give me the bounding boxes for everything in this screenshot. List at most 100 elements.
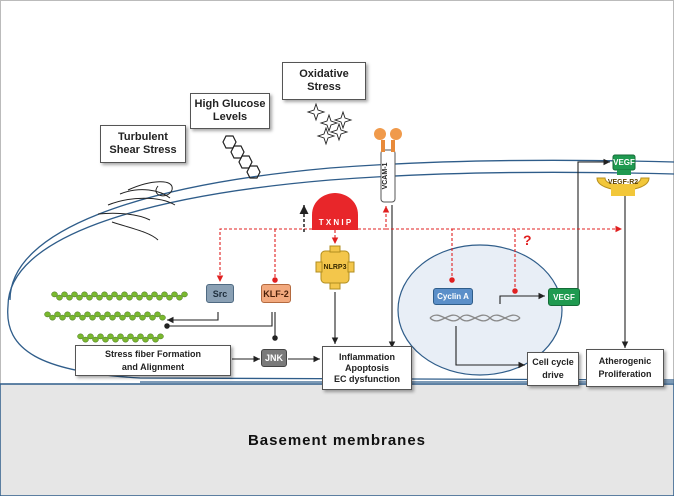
fiber-bead — [152, 336, 159, 343]
jnk-node: JNK — [261, 349, 287, 367]
fiber-bead — [156, 294, 163, 301]
fiber-bead — [147, 333, 154, 340]
fiber-bead — [111, 291, 118, 298]
fiber-bead — [109, 314, 116, 321]
cell-cycle-box: Cell cycle drive — [527, 352, 579, 386]
cell-membrane-outer — [9, 159, 674, 301]
fiber-bead — [114, 311, 121, 318]
vcam-label: VCAM-1 — [382, 162, 389, 190]
fiber-bead — [149, 314, 156, 321]
fiber-bead — [81, 291, 88, 298]
fiber-bead — [136, 294, 143, 301]
stress-fiber-box: Stress fiber Formation and Alignment — [75, 345, 231, 376]
fiber-bead — [159, 314, 166, 321]
high-glucose-box: High Glucose Levels — [190, 93, 270, 129]
inflammation-box: Inflammation Apoptosis EC dysfunction — [322, 346, 412, 390]
fiber-bead — [161, 291, 168, 298]
fiber-bead — [96, 294, 103, 301]
fiber-bead — [146, 294, 153, 301]
fiber-bead — [54, 311, 61, 318]
fiber-bead — [131, 291, 138, 298]
glucose-hexagons-icon — [222, 135, 261, 179]
arrow-vegf-to-receptor — [577, 158, 610, 292]
fiber-bead — [181, 291, 188, 298]
txnip-to-vcam — [358, 206, 390, 230]
nucleus — [397, 244, 563, 376]
arrow-src-to-fibers — [167, 312, 219, 324]
fiber-bead — [59, 314, 66, 321]
stress-fibers — [44, 291, 188, 343]
fiber-bead — [102, 336, 109, 343]
fiber-bead — [86, 294, 93, 301]
fiber-bead — [137, 333, 144, 340]
fiber-bead — [61, 291, 68, 298]
atherogenic-box: Atherogenic Proliferation — [586, 349, 664, 387]
src-node: Src — [206, 284, 234, 303]
fiber-bead — [121, 291, 128, 298]
klf2-node: KLF-2 — [261, 284, 291, 303]
vcam-receptor — [374, 128, 402, 203]
fiber-bead — [119, 314, 126, 321]
cell-membrane-lower — [7, 305, 674, 381]
fiber-bead — [101, 291, 108, 298]
fiber-bead — [99, 314, 106, 321]
arrow-dna-to-vegf — [499, 292, 545, 304]
fiber-bead — [77, 333, 84, 340]
txnip-shape — [312, 193, 358, 230]
nlrp3-shape — [315, 245, 355, 290]
fiber-bead — [89, 314, 96, 321]
vegf-node: VEGF — [548, 288, 580, 306]
fiber-bead — [82, 336, 89, 343]
txnip-label: T X N I P — [318, 217, 352, 227]
fiber-bead — [117, 333, 124, 340]
dna-helix — [429, 314, 521, 322]
fiber-bead — [151, 291, 158, 298]
turbulent-shear-stress-box: Turbulent Shear Stress — [100, 125, 186, 163]
fiber-bead — [94, 311, 101, 318]
fiber-bead — [106, 294, 113, 301]
fiber-bead — [44, 311, 51, 318]
vegfr2-receptor — [596, 154, 650, 196]
fiber-bead — [144, 311, 151, 318]
fiber-bead — [134, 311, 141, 318]
fiber-bead — [104, 311, 111, 318]
fiber-bead — [92, 336, 99, 343]
fiber-bead — [171, 291, 178, 298]
arrow-dna-to-cell-cycle — [455, 326, 525, 369]
fiber-bead — [87, 333, 94, 340]
fiber-bead — [84, 311, 91, 318]
turbulent-flow-icon — [97, 181, 176, 241]
fiber-bead — [107, 333, 114, 340]
fiber-bead — [69, 314, 76, 321]
oxidative-stress-box: Oxidative Stress — [282, 62, 366, 100]
cell-membrane-inner — [7, 171, 674, 307]
fiber-bead — [157, 333, 164, 340]
fiber-bead — [51, 291, 58, 298]
fiber-bead — [74, 311, 81, 318]
nlrp3-node: NLRP3 — [323, 263, 347, 271]
fiber-bead — [122, 336, 129, 343]
fiber-bead — [141, 291, 148, 298]
fiber-bead — [139, 314, 146, 321]
fiber-bead — [127, 333, 134, 340]
vegfr2-label: VEGF-R2 — [607, 178, 639, 186]
fiber-bead — [129, 314, 136, 321]
fiber-bead — [124, 311, 131, 318]
fiber-bead — [116, 294, 123, 301]
fiber-bead — [76, 294, 83, 301]
basement-membranes-label: Basement membranes — [247, 431, 427, 449]
fiber-bead — [126, 294, 133, 301]
fiber-bead — [142, 336, 149, 343]
fiber-bead — [49, 314, 56, 321]
txnip-to-src — [216, 228, 312, 282]
fiber-bead — [166, 294, 173, 301]
cyclin-a-node: Cyclin A — [433, 288, 473, 305]
fiber-bead — [56, 294, 63, 301]
fiber-bead — [91, 291, 98, 298]
fiber-bead — [97, 333, 104, 340]
question-mark: ? — [523, 232, 532, 248]
fiber-bead — [112, 336, 119, 343]
oxidative-stars-icon — [306, 102, 353, 146]
fiber-bead — [154, 311, 161, 318]
